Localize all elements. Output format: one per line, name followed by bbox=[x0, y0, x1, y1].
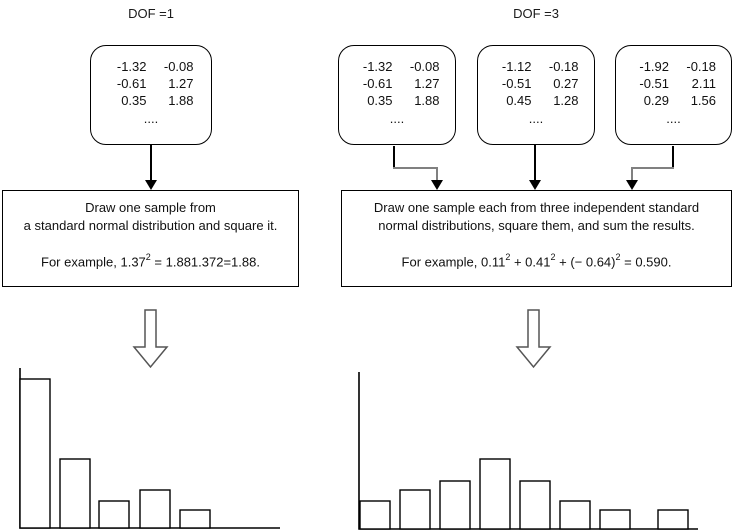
sample-value: -0.18 bbox=[548, 59, 579, 74]
sample-box-dof3-1: -1.32 -0.08 -0.61 1.27 0.35 1.88 .... bbox=[338, 45, 456, 145]
ellipsis-dots: .... bbox=[666, 111, 681, 126]
arrowhead-icon bbox=[626, 180, 638, 190]
sample-row: -1.12 -0.18 bbox=[478, 58, 594, 75]
example-formula-dof3: For example, 0.112 + 0.412 + (− 0.64)2 =… bbox=[342, 249, 731, 271]
sample-value: 0.45 bbox=[506, 93, 532, 108]
ellipsis-dots: .... bbox=[143, 111, 159, 126]
histogram-bar bbox=[359, 500, 391, 530]
process-text-line1: Draw one sample from bbox=[85, 200, 216, 215]
formula-part: For example, 0.11 bbox=[401, 254, 506, 270]
sample-value: -1.92 bbox=[639, 59, 669, 74]
sample-value: 1.56 bbox=[690, 93, 716, 108]
process-box-dof3: Draw one sample each from three independ… bbox=[341, 190, 732, 287]
connector-line-dof3-3 bbox=[672, 146, 674, 169]
sample-value: -0.08 bbox=[409, 59, 440, 74]
sample-value: -0.61 bbox=[116, 76, 147, 91]
sample-value: -1.12 bbox=[501, 59, 532, 74]
process-box-dof1: Draw one sample from a standard normal d… bbox=[2, 190, 299, 287]
histogram-bar bbox=[519, 480, 551, 530]
arrowhead-icon bbox=[529, 180, 541, 190]
histogram-bar bbox=[479, 458, 511, 530]
histogram-bar bbox=[139, 489, 171, 529]
sample-value: -0.08 bbox=[163, 59, 194, 74]
process-text-line2: a standard normal distribution and squar… bbox=[23, 218, 278, 233]
process-text-line1: Draw one sample each from three independ… bbox=[373, 200, 700, 215]
process-text-line2: normal distributions, square them, and s… bbox=[378, 218, 695, 233]
sample-value: 1.27 bbox=[414, 76, 440, 91]
sample-value: 0.35 bbox=[367, 93, 393, 108]
histogram-bar bbox=[439, 480, 471, 530]
down-arrow-icon bbox=[132, 309, 169, 369]
sample-value: -0.51 bbox=[639, 76, 669, 91]
connector-drop-dof3-3 bbox=[631, 167, 633, 182]
sample-value: -1.32 bbox=[362, 59, 393, 74]
sample-row: -0.61 1.27 bbox=[339, 75, 455, 92]
dof3-title: DOF =3 bbox=[513, 6, 559, 21]
sample-box-dof3-2: -1.12 -0.18 -0.51 0.27 0.45 1.28 .... bbox=[477, 45, 595, 145]
formula-exponent: 2 bbox=[550, 252, 556, 262]
sample-value: 2.11 bbox=[691, 76, 716, 91]
sample-row: -0.51 2.11 bbox=[616, 75, 731, 92]
histogram-bar bbox=[19, 378, 51, 529]
formula-exponent: 2 bbox=[145, 252, 151, 262]
sample-value: 0.29 bbox=[643, 93, 669, 108]
connector-elbow-dof3-3 bbox=[632, 167, 674, 169]
connector-elbow-dof3-1 bbox=[393, 167, 438, 169]
formula-exponent: 2 bbox=[505, 252, 511, 262]
connector-drop-dof3-1 bbox=[436, 167, 438, 182]
sample-value: -1.32 bbox=[116, 59, 147, 74]
sample-value: 1.27 bbox=[168, 76, 194, 91]
histogram-bar bbox=[399, 489, 431, 530]
sample-value: -0.18 bbox=[686, 59, 716, 74]
sample-row: 0.29 1.56 bbox=[616, 92, 731, 109]
histogram-bar bbox=[559, 500, 591, 530]
sample-value: 1.88 bbox=[414, 93, 440, 108]
formula-part: = 1.881.372=1.88. bbox=[150, 254, 260, 270]
connector-line-dof3-2 bbox=[534, 145, 536, 181]
down-arrow-icon bbox=[515, 309, 552, 369]
sample-value: 1.28 bbox=[553, 93, 579, 108]
connector-line-dof3-1 bbox=[393, 146, 395, 169]
ellipsis-dots: .... bbox=[389, 111, 405, 126]
sample-row: 0.35 1.88 bbox=[91, 92, 211, 109]
arrowhead-icon bbox=[431, 180, 443, 190]
sample-row: -0.51 0.27 bbox=[478, 75, 594, 92]
formula-exponent: 2 bbox=[615, 252, 621, 262]
connector-line-dof1 bbox=[150, 145, 152, 181]
sample-row: 0.45 1.28 bbox=[478, 92, 594, 109]
formula-part: For example, 1.37 bbox=[41, 254, 146, 270]
histogram-bar bbox=[98, 500, 130, 529]
sample-box-dof3-3: -1.92 -0.18 -0.51 2.11 0.29 1.56 .... bbox=[615, 45, 732, 145]
sample-value: -0.51 bbox=[501, 76, 532, 91]
sample-value: 1.88 bbox=[168, 93, 194, 108]
ellipsis-dots: .... bbox=[528, 111, 544, 126]
example-formula-dof1: For example, 1.372 = 1.881.372=1.88. bbox=[3, 249, 298, 271]
sample-value: 0.35 bbox=[121, 93, 147, 108]
sample-row: -1.32 -0.08 bbox=[339, 58, 455, 75]
histogram-bar bbox=[59, 458, 91, 529]
sample-row: -0.61 1.27 bbox=[91, 75, 211, 92]
histogram-bar bbox=[599, 509, 631, 530]
sample-box-dof1: -1.32 -0.08 -0.61 1.27 0.35 1.88 .... bbox=[90, 45, 212, 145]
formula-part: + (− 0.64) bbox=[555, 254, 616, 270]
formula-part: + 0.41 bbox=[510, 254, 551, 270]
sample-value: -0.61 bbox=[362, 76, 393, 91]
arrowhead-icon bbox=[145, 180, 157, 190]
dof1-title: DOF =1 bbox=[128, 6, 174, 21]
sample-value: 0.27 bbox=[553, 76, 579, 91]
histogram-bar bbox=[179, 509, 211, 529]
histogram-bar bbox=[657, 509, 689, 530]
sample-row: 0.35 1.88 bbox=[339, 92, 455, 109]
sample-row: -1.32 -0.08 bbox=[91, 58, 211, 75]
sample-row: -1.92 -0.18 bbox=[616, 58, 731, 75]
formula-part: = 0.590. bbox=[620, 254, 672, 270]
